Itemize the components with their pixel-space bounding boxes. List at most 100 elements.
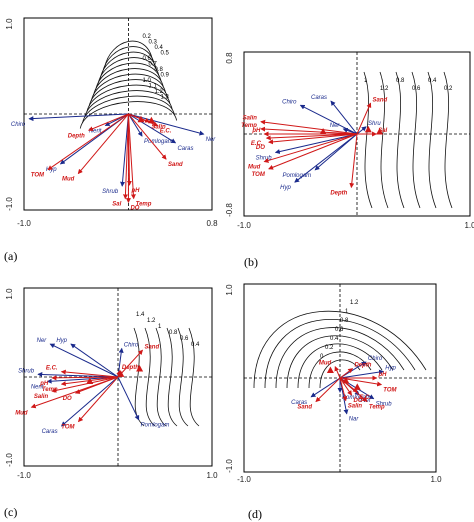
env-arrow (47, 113, 129, 171)
contour-line (99, 51, 158, 80)
event-triangle (364, 125, 372, 133)
species-arrow-label: Caras (291, 400, 307, 406)
env-arrow-label: Sand (144, 344, 159, 350)
contour-label: 0.5 (160, 51, 169, 57)
env-arrow-label: Sal (112, 201, 121, 207)
env-arrow-label: Depth (68, 133, 85, 139)
contour-label: 0.9 (160, 73, 169, 79)
event-triangle (117, 370, 125, 377)
species-arrow-label: Pomlogam (342, 395, 371, 401)
env-arrow-label: TOM (61, 425, 75, 431)
env-arrow-label: DO (256, 145, 265, 151)
species-arrow (274, 133, 358, 154)
contour-line (95, 62, 162, 91)
contour-line (297, 343, 383, 389)
contour-label: 0.4 (428, 78, 437, 84)
contour-label: 1.2 (147, 318, 156, 324)
x-max-tick-label: 1.0 (206, 471, 218, 480)
contour-line (166, 327, 178, 427)
event-triangle (147, 116, 155, 124)
contour-line (363, 71, 373, 209)
contour-line (411, 71, 421, 209)
x-min-tick-label: -1.0 (237, 475, 251, 484)
panel-d: 00.20.40.60.811.2ChiroHypShrubCarasPomlo… (225, 283, 442, 521)
env-arrow (128, 113, 167, 160)
x-min-tick-label: -1.0 (17, 471, 31, 480)
contour-line (319, 359, 361, 389)
species-arrow (299, 104, 358, 135)
y-max-tick-label: 1.0 (225, 284, 234, 296)
env-arrow-label: Sand (373, 97, 388, 103)
species-arrow-label: Chiro (368, 356, 383, 362)
contour-label: 0.6 (335, 327, 344, 333)
contour-line (155, 327, 167, 427)
contour-label: 0.4 (154, 45, 163, 51)
x-max-tick-label: 1.0 (464, 221, 474, 230)
species-arrow (342, 128, 358, 135)
species-arrow (49, 343, 119, 378)
species-arrow (120, 113, 129, 187)
species-arrow-label: Chiro (11, 122, 26, 128)
event-triangle (376, 127, 384, 135)
contour-line (79, 101, 178, 129)
env-arrow-label: Mud (15, 410, 28, 416)
env-arrow-label: pH (39, 381, 49, 387)
env-arrow (268, 133, 358, 145)
panel-label: (d) (248, 507, 262, 521)
env-arrow-label: Salin (348, 404, 363, 410)
env-arrow-label: TOM (31, 173, 45, 179)
env-arrow-label: Depth (122, 365, 139, 371)
species-arrow-label: Shrub (376, 402, 393, 408)
env-arrow-label: Temp (42, 387, 58, 393)
env-arrow-label: Sand (168, 162, 183, 168)
contour-label: 0.2 (325, 345, 334, 351)
env-arrow (260, 126, 358, 135)
env-arrow-label: Mud (248, 165, 261, 171)
contour-line (104, 40, 153, 69)
env-arrow-label: Temp (241, 123, 257, 129)
species-arrow (46, 376, 119, 384)
contour-label: 0.6 (142, 56, 151, 62)
contour-label: 0.8 (396, 78, 405, 84)
species-arrow-label: Ner (330, 123, 341, 129)
env-arrow (60, 369, 119, 378)
contour-line (86, 84, 171, 113)
env-arrow-label: Depth (354, 363, 371, 369)
y-min-tick-label: -1.0 (5, 197, 14, 211)
contour-line (379, 71, 389, 209)
species-arrow-label: Ner (37, 338, 48, 344)
species-arrow-label: Nar (349, 417, 360, 423)
event-triangle (319, 127, 327, 135)
env-arrow (268, 133, 358, 170)
contour-label: 1 (345, 309, 349, 315)
y-max-tick-label: 1.0 (5, 18, 14, 30)
contour-line (97, 57, 160, 85)
contour-label: 0 (320, 354, 324, 360)
x-max-tick-label: 1.0 (430, 475, 442, 484)
env-arrow-label: E.C. (251, 141, 263, 147)
species-arrow-label: Chiro (124, 343, 139, 349)
env-arrow-label: DO (63, 396, 72, 402)
env-arrow (315, 377, 341, 403)
species-arrow (339, 369, 385, 379)
species-arrow-label: Ner (206, 137, 217, 143)
env-arrow-label: Sal (378, 128, 387, 134)
env-arrow-label: DO (354, 398, 363, 404)
contour-label: 1.4 (136, 312, 145, 318)
contour-line (82, 95, 175, 124)
env-arrow (30, 376, 119, 409)
env-arrow-label: Depth (330, 190, 347, 196)
contour-line (101, 46, 156, 74)
species-arrow (128, 113, 143, 137)
env-arrow-label: Mud (319, 361, 332, 367)
y-min-tick-label: -0.8 (225, 203, 234, 217)
contour-label: 0.8 (154, 67, 163, 73)
contour-label: 0.6 (180, 336, 189, 342)
species-arrow-label: Hyp (56, 338, 67, 344)
env-arrow (77, 376, 119, 423)
species-arrow-label: Nerit (31, 384, 44, 390)
env-arrow (77, 113, 129, 175)
contour-line (253, 310, 427, 389)
species-arrow-label: Shrub (18, 368, 35, 374)
